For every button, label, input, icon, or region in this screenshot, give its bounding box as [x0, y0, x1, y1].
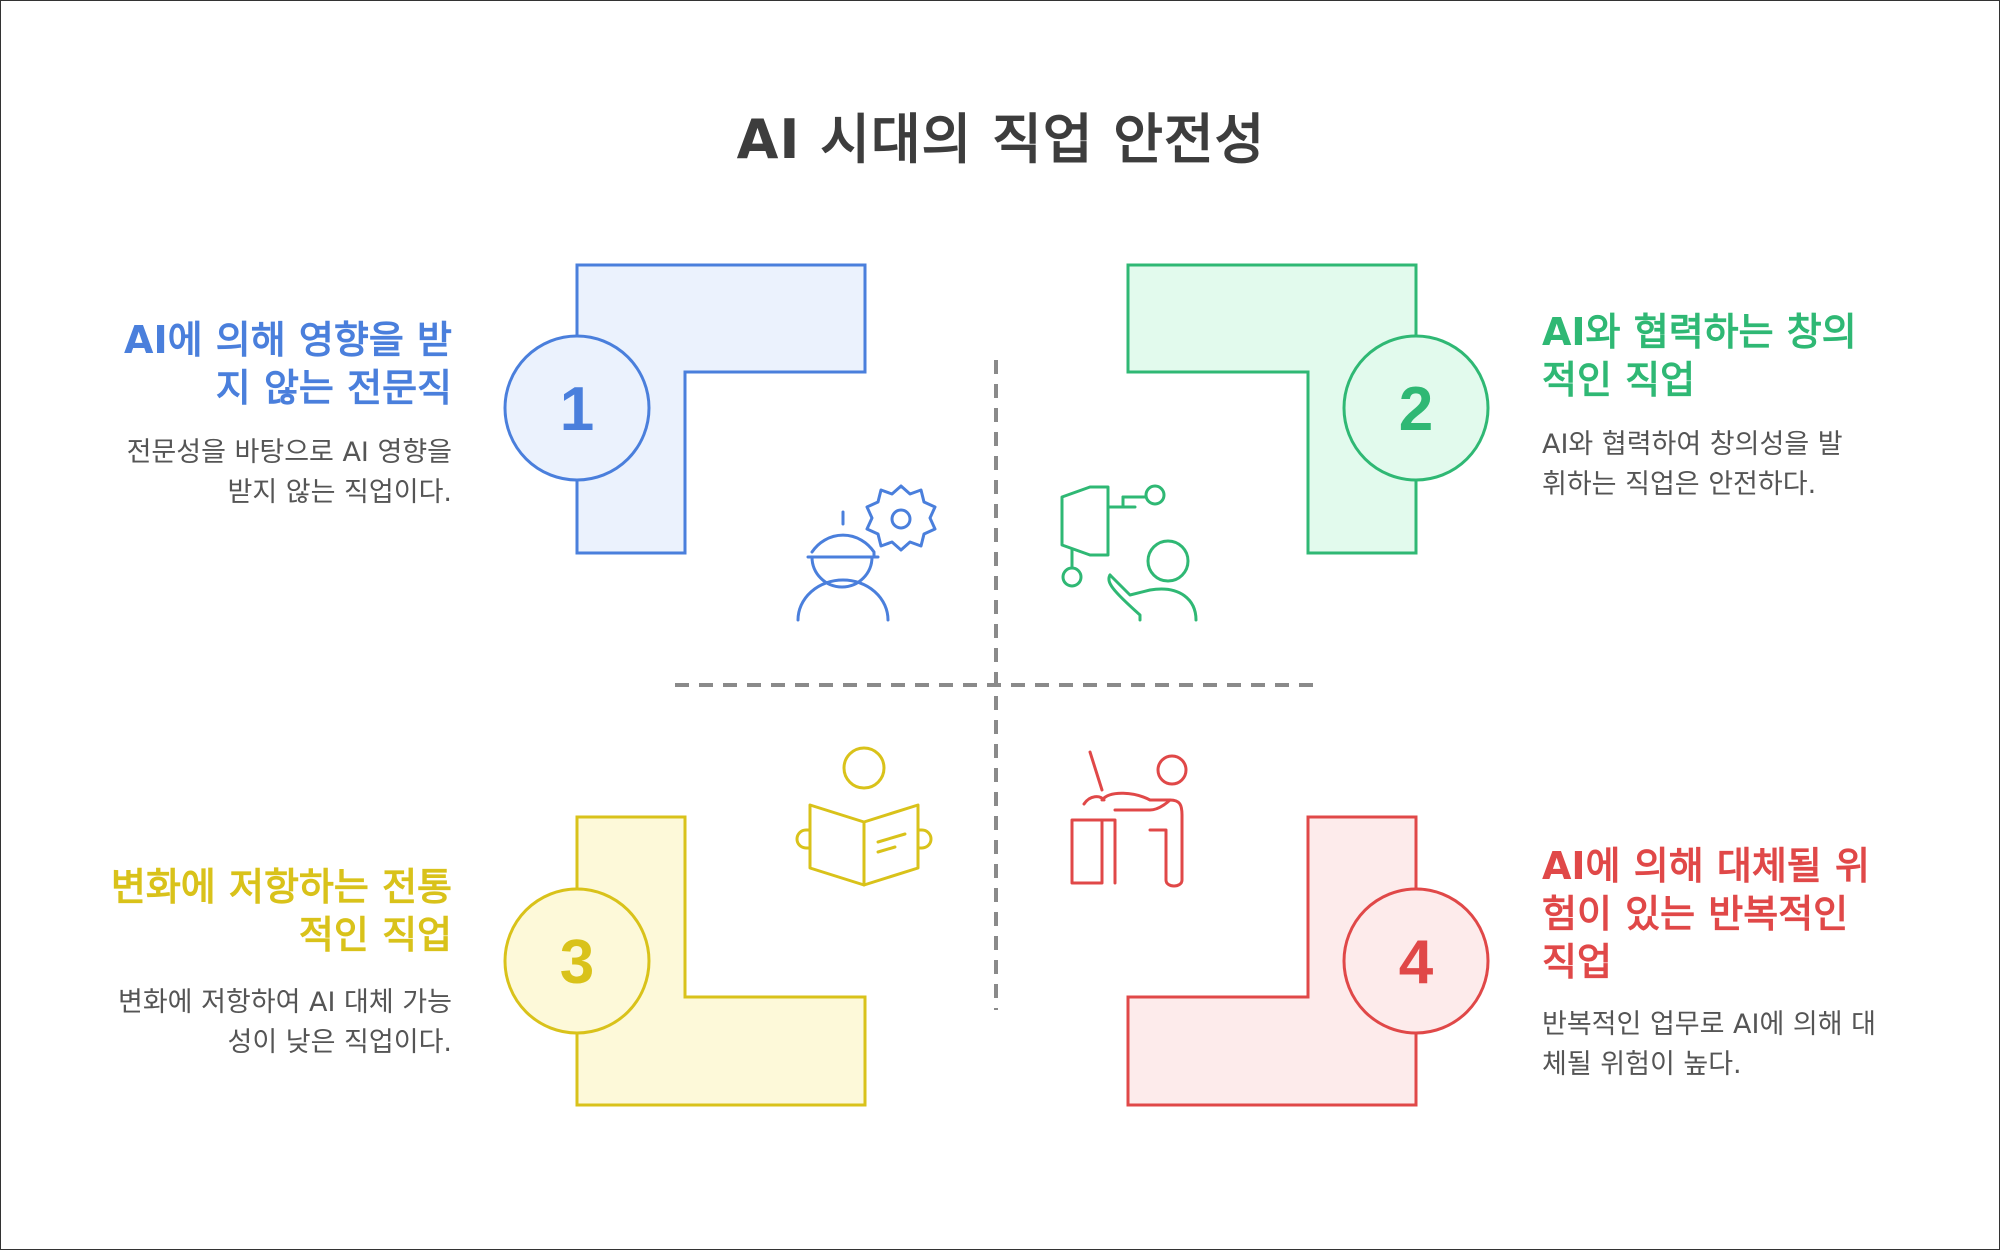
- description-4: 반복적인 업무로 AI에 의해 대체될 위험이 높다.: [1542, 1009, 1877, 1080]
- heading-1: AI에 의해 영향을 받지 않는 전문직: [124, 318, 452, 410]
- number-circle-3: [503, 887, 651, 1035]
- heading-2: AI와 협력하는 창의적인 직업: [1542, 310, 1857, 402]
- number-circle-2: [1342, 334, 1490, 482]
- heading-3: 변화에 저항하는 전통적인 직업: [110, 865, 452, 957]
- number-4: 4: [1399, 928, 1434, 997]
- person-at-desk-icon: [1070, 750, 1188, 888]
- l-shape-1: [575, 263, 867, 555]
- l-shape-4: [1126, 815, 1418, 1107]
- diagram-title: AI 시대의 직업 안전성: [736, 108, 1266, 171]
- l-shape-3: [575, 815, 867, 1107]
- description-3: 변화에 저항하여 AI 대체 가능성이 낮은 직업이다.: [117, 987, 452, 1058]
- person-with-ai-network-icon: [1060, 484, 1198, 622]
- description-2: AI와 협력하여 창의성을 발휘하는 직업은 안전하다.: [1542, 429, 1843, 500]
- number-circle-4: [1342, 887, 1490, 1035]
- l-shape-2: [1126, 263, 1418, 555]
- description-1: 전문성을 바탕으로 AI 영향을 받지 않는 직업이다.: [126, 437, 452, 508]
- number-1: 1: [560, 375, 594, 444]
- number-circle-1: [503, 334, 651, 482]
- number-3: 3: [560, 928, 594, 997]
- engineer-gear-icon: [796, 484, 937, 622]
- number-2: 2: [1399, 375, 1433, 444]
- person-reading-book-icon: [795, 746, 933, 887]
- heading-4: AI에 의해 대체될 위험이 있는 반복적인 직업: [1542, 844, 1870, 984]
